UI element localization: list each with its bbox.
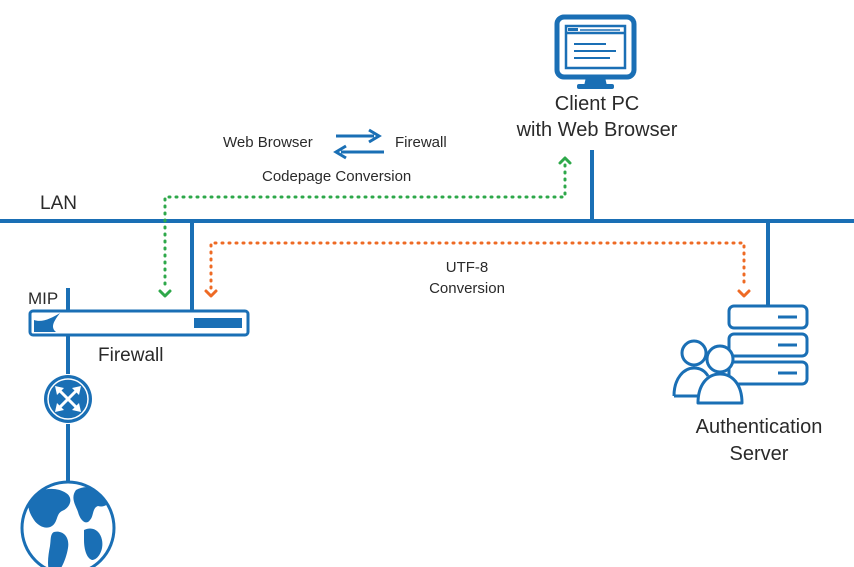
firewall-appliance-icon (28, 309, 250, 337)
bidirectional-arrows-icon (333, 128, 384, 160)
server-stack-icon (727, 304, 809, 386)
globe-icon (20, 480, 116, 567)
auth-server-label-line1: Authentication (696, 416, 823, 438)
lan-label: LAN (40, 193, 77, 214)
utf8-label-line2: Conversion (429, 280, 505, 297)
client-pc-label-line1: Client PC (555, 93, 639, 115)
monitor-icon (554, 14, 637, 89)
client-pc-label-line2: with Web Browser (516, 119, 678, 141)
utf8-label-line1: UTF-8 (446, 259, 489, 276)
mip-label: MIP (28, 289, 58, 308)
firewall-label: Firewall (98, 345, 163, 366)
auth-server-label-line2: Server (730, 443, 789, 465)
legend-firewall-label: Firewall (395, 134, 447, 151)
users-icon (672, 339, 744, 405)
codepage-flow-path (158, 156, 572, 298)
codepage-conversion-label: Codepage Conversion (262, 168, 411, 185)
router-icon (44, 375, 92, 423)
utf8-flow-path (204, 241, 751, 298)
legend-web-browser-label: Web Browser (223, 134, 313, 151)
